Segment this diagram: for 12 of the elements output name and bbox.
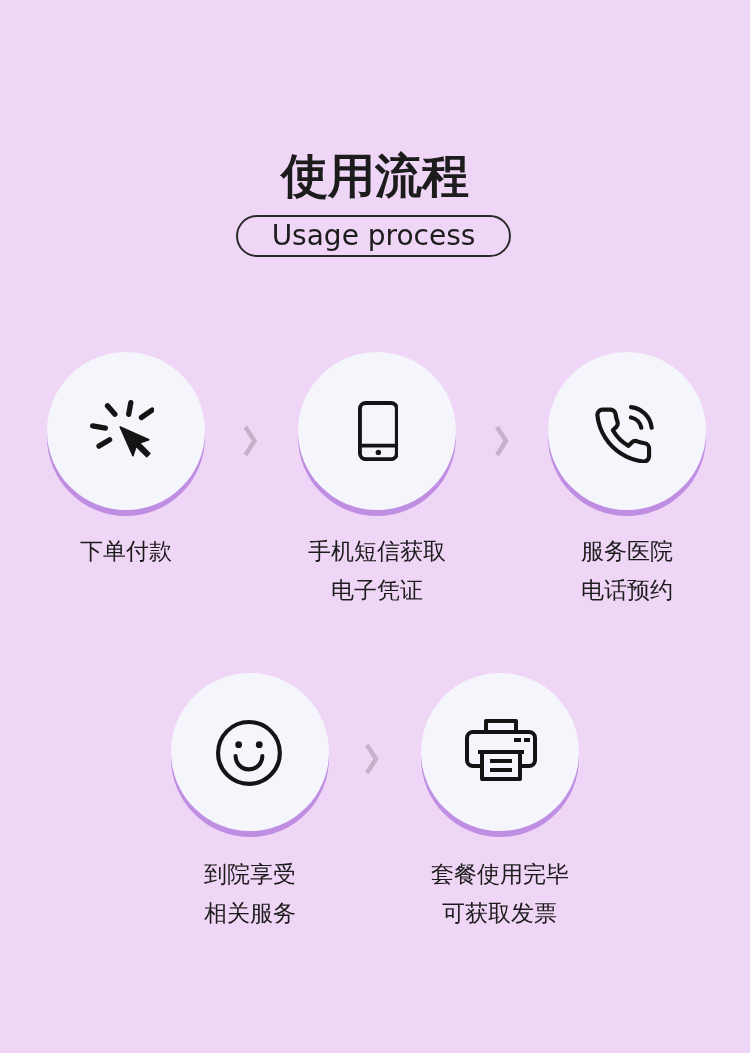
step-caption: 到院享受相关服务 bbox=[203, 860, 297, 928]
step-circle bbox=[298, 352, 456, 516]
step-caption: 手机短信获取电子凭证 bbox=[307, 537, 447, 605]
title: 使用流程 bbox=[281, 148, 469, 204]
step-circle bbox=[47, 352, 205, 516]
step-circle bbox=[171, 673, 329, 837]
subtitle-pill: Usage process bbox=[236, 215, 511, 257]
step-caption: 套餐使用完毕可获取发票 bbox=[430, 860, 570, 928]
step-circle bbox=[548, 352, 706, 516]
step-caption: 服务医院电话预约 bbox=[580, 537, 674, 605]
step-caption: 下单付款 bbox=[80, 537, 172, 566]
step-circle bbox=[421, 673, 579, 837]
